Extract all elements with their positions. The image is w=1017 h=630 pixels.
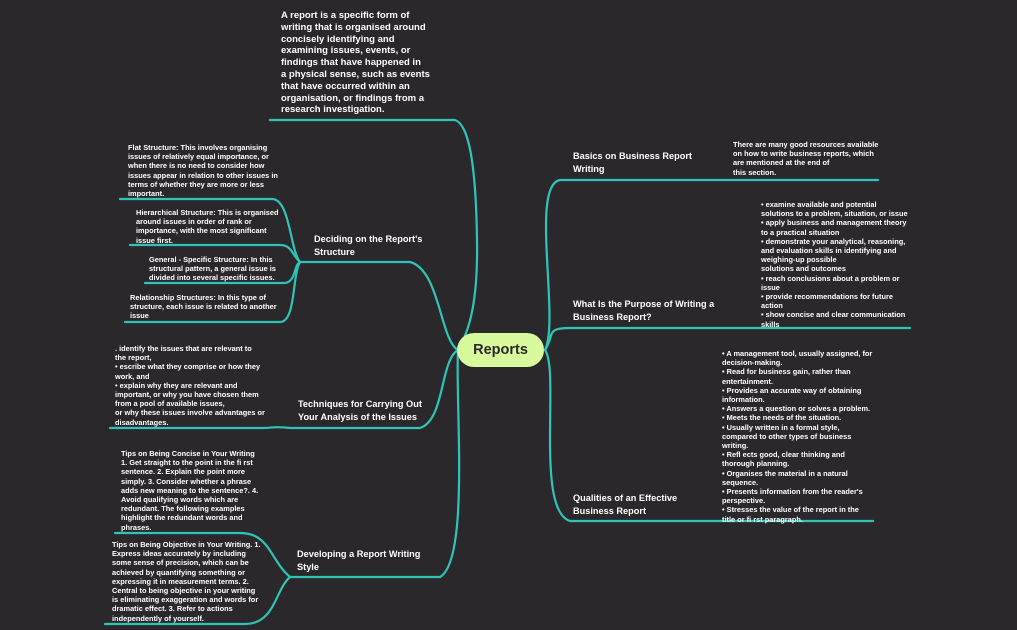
sub-techniques-list[interactable]: . identify the issues that are relevant … [115, 344, 265, 427]
topic-purpose[interactable]: What Is the Purpose of Writing a Busines… [573, 299, 715, 322]
intro-text[interactable]: A report is a specific form of writing t… [281, 10, 430, 116]
sub-relationship-structures[interactable]: Relationship Structures: In this type of… [130, 293, 277, 321]
connector-purpose [543, 326, 722, 352]
detail-basics[interactable]: There are many good resources available … [733, 140, 879, 177]
sub-flat-structure[interactable]: Flat Structure: This involves organising… [128, 143, 278, 199]
connector-basics [543, 178, 702, 352]
connector-techniques [288, 348, 460, 430]
connector-tech-sub [108, 426, 292, 430]
connector-intro [268, 118, 479, 352]
connector-structure [298, 260, 460, 352]
connector-objective [103, 575, 292, 626]
sub-hierarchical-structure[interactable]: Hierarchical Structure: This is organise… [136, 208, 279, 245]
topic-structure[interactable]: Deciding on the Report's Structure [314, 234, 423, 257]
topic-qualities[interactable]: Qualities of an Effective Business Repor… [573, 493, 678, 516]
topic-basics[interactable]: Basics on Business Report Writing [573, 151, 692, 174]
connector-flat [118, 197, 302, 264]
sub-objective-tips[interactable]: Tips on Being Objective in Your Writing.… [112, 540, 261, 623]
root-label: Reports [473, 342, 528, 358]
topic-techniques[interactable]: Techniques for Carrying Out Your Analysi… [298, 399, 422, 422]
root-node[interactable]: Reports [457, 333, 544, 367]
sub-concise-tips[interactable]: Tips on Being Concise in Your Writing 1.… [121, 449, 259, 532]
connector-style [288, 348, 461, 579]
connector-relationship [123, 260, 302, 324]
connector-concise [113, 531, 292, 579]
topic-style[interactable]: Developing a Report Writing Style [297, 549, 421, 572]
detail-qualities[interactable]: • A management tool, usually assigned, f… [722, 349, 873, 524]
connector-hierarchical [128, 243, 302, 264]
detail-purpose[interactable]: • examine available and potential soluti… [761, 200, 908, 329]
connector-qualities [543, 348, 722, 523]
sub-general-specific-structure[interactable]: General - Specific Structure: In this st… [149, 255, 276, 283]
